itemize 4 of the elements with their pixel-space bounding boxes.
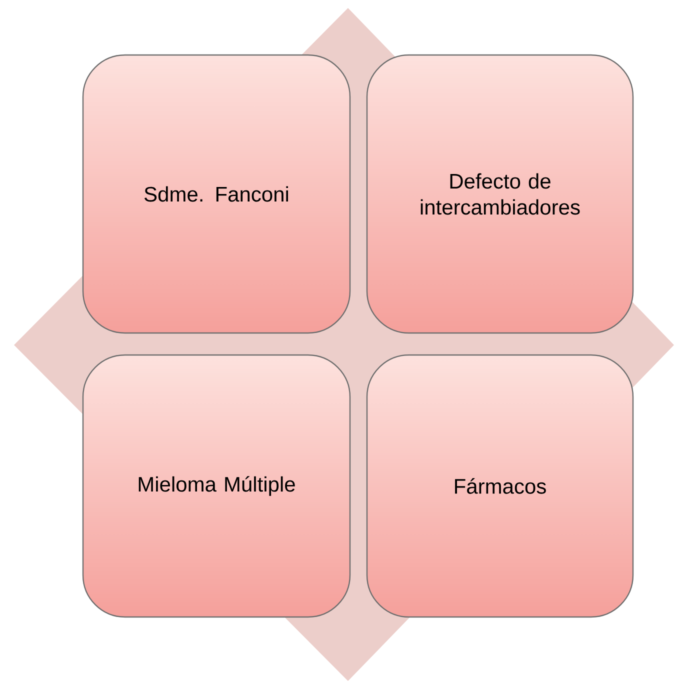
rounded-box: Mieloma Múltiple xyxy=(82,354,351,618)
rounded-box: Fármacos xyxy=(366,354,634,618)
rounded-box: Defecto de intercambiadores xyxy=(366,54,634,334)
rounded-box: Sdme. Fanconi xyxy=(82,54,351,334)
